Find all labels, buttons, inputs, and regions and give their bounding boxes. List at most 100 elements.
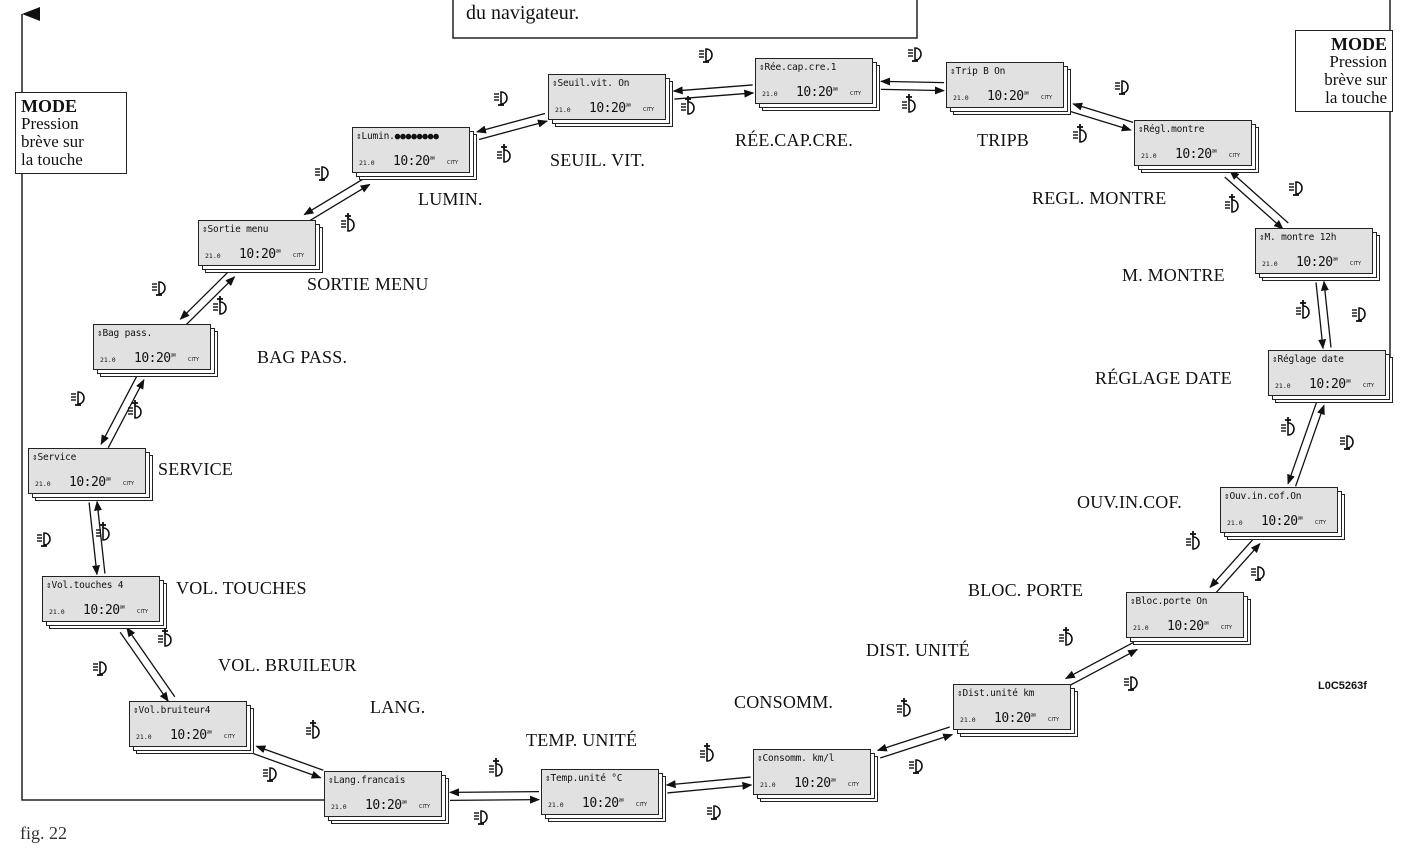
odometer: 21.0: [100, 356, 116, 364]
lamp-minus-icon: [71, 391, 85, 406]
arrow-backward: [119, 631, 169, 703]
lamp-minus-icon: [1352, 307, 1366, 322]
arrow-backward: [303, 177, 366, 216]
arrow-forward: [448, 788, 539, 797]
lamp-plus-icon: [1296, 300, 1310, 319]
label-lumin: LUMIN.: [418, 189, 483, 209]
lamp-minus-icon: [494, 91, 508, 106]
clock-unit: am: [429, 155, 436, 162]
arrow-backward: [450, 795, 541, 804]
arrow-backward: [100, 375, 138, 446]
lamp-plus-icon: [1059, 627, 1073, 646]
clock-unit: am: [1023, 90, 1030, 97]
lamp-plus-icon: [158, 628, 172, 647]
lamp-plus-icon: [897, 698, 911, 717]
lamp-plus-icon: [1073, 124, 1087, 143]
lamp-minus-icon: [909, 759, 923, 774]
clock-unit: am: [1030, 712, 1037, 719]
screen-text: ⇕Vol.bruiteur4: [133, 705, 211, 716]
label-reecap: RÉE.CAP.CRE.: [735, 130, 853, 150]
mode-line-right: Pression: [1329, 52, 1387, 71]
clock: 10:20am: [393, 154, 435, 169]
clock: 10:20am: [83, 603, 125, 618]
arrow-forward: [1315, 282, 1327, 350]
mode-line-left: Pression: [21, 114, 79, 133]
clock: 10:20am: [365, 798, 407, 813]
clock-unit: am: [830, 777, 837, 784]
screen-text: ⇕M. montre 12h: [1259, 232, 1337, 243]
arrow-backward: [667, 781, 753, 794]
drive-mode: CITY: [1229, 153, 1241, 159]
clock-unit: am: [832, 86, 839, 93]
arrow-forward: [1209, 537, 1255, 589]
label-volbru: VOL. BRUILEUR: [218, 655, 357, 675]
arrow-backward: [1320, 280, 1332, 348]
arrow-forward: [1287, 402, 1318, 485]
mode-line-right: brève sur: [1324, 70, 1387, 89]
lamp-minus-icon: [152, 281, 166, 296]
lamp-plus-icon: [489, 758, 503, 777]
label-ouvin: OUV.IN.COF.: [1077, 492, 1182, 512]
screen-text: ⇕Rée.cap.cre.1: [759, 62, 837, 73]
figure-caption: fig. 22: [20, 823, 67, 843]
mode-title-left: MODE: [21, 96, 77, 116]
clock-unit: am: [170, 352, 177, 359]
lamp-plus-icon: [306, 720, 320, 739]
clock: 10:20am: [134, 351, 176, 366]
mode-line-left: brève sur: [21, 132, 84, 151]
lamp-plus-icon: [902, 94, 916, 113]
label-service: SERVICE: [158, 459, 233, 479]
screen-text: ⇕Temp.unité °C: [545, 773, 623, 784]
screen-text: ⇕Lumin.●●●●●●●●: [356, 131, 439, 142]
arrow-backward: [1215, 542, 1261, 594]
mode-title-right: MODE: [1331, 34, 1387, 54]
clock: 10:20am: [794, 776, 836, 791]
screen-text: ⇕Régl.montre: [1138, 124, 1205, 135]
screen-text: ⇕Sortie menu: [202, 224, 269, 235]
figure-code: L0C5263f: [1318, 680, 1367, 692]
screen-text: ⇕Trip B On: [950, 66, 1006, 77]
arrow-forward: [876, 726, 950, 752]
label-sortie: SORTIE MENU: [307, 274, 429, 294]
mode-box-left: MODE Pression brève sur la touche: [15, 92, 127, 174]
arrow-forward: [478, 119, 549, 141]
lamp-minus-icon: [315, 166, 329, 181]
clock: 10:20am: [1309, 377, 1351, 392]
clock: 10:20am: [582, 796, 624, 811]
label-regdate: RÉGLAGE DATE: [1095, 368, 1232, 388]
screen-text: ⇕Lang.francais: [328, 775, 406, 786]
arrow-forward: [665, 776, 751, 789]
screen-text: ⇕Réglage date: [1272, 354, 1344, 365]
arrow-backward: [1229, 170, 1289, 224]
clock: 10:20am: [170, 728, 212, 743]
drive-mode: CITY: [123, 481, 135, 487]
arrow-backward: [88, 502, 100, 576]
screen-text: ⇕Vol.touches 4: [46, 580, 124, 591]
drive-mode: CITY: [224, 734, 236, 740]
lamp-minus-icon: [93, 661, 107, 676]
lamp-plus-icon: [341, 213, 355, 232]
